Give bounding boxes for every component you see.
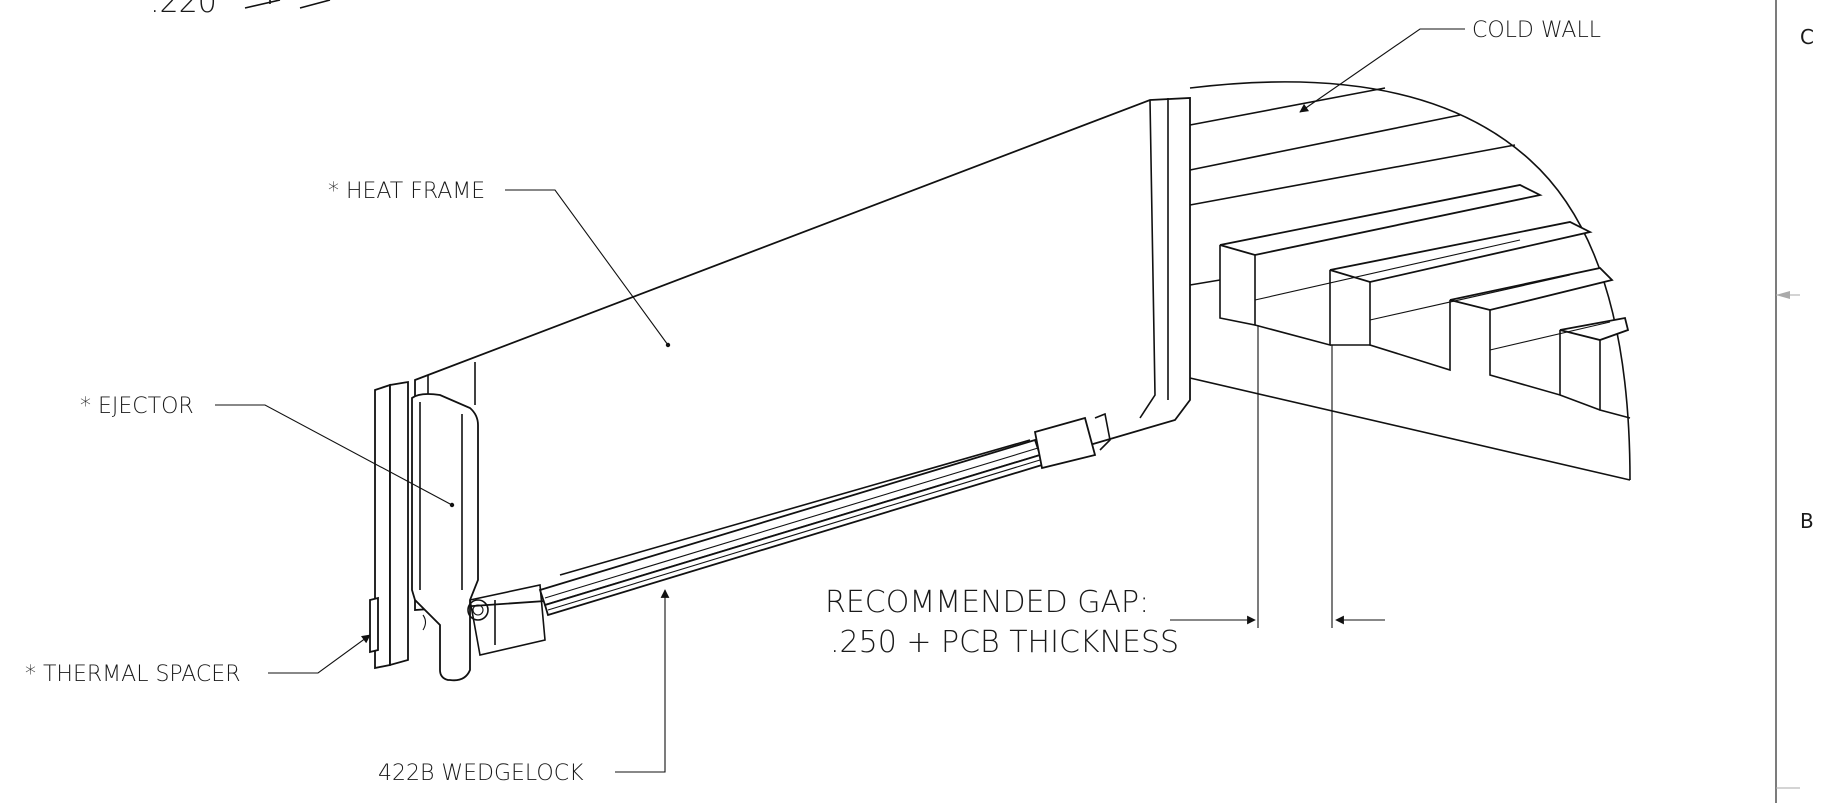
top-dimension-fragment: .220: [150, 0, 331, 20]
ejector: [369, 380, 489, 682]
top-dimension-label: .220: [150, 0, 217, 20]
label-heat-frame: * HEAT FRAME: [328, 179, 485, 204]
label-thermal-spacer: * THERMAL SPACER: [25, 662, 240, 687]
wedgelock: [469, 412, 1111, 656]
label-cold-wall: COLD WALL: [1472, 18, 1601, 43]
leaders: [215, 28, 1465, 773]
zone-label-c: C: [1800, 25, 1814, 49]
drawing-border-right: C B: [1775, 0, 1814, 803]
label-gap-line2: .250 + PCB THICKNESS: [830, 625, 1179, 660]
gap-dimension: [1170, 325, 1385, 628]
zone-label-b: B: [1800, 509, 1814, 533]
label-wedgelock: 422B WEDGELOCK: [378, 761, 584, 786]
cold-wall: [1189, 81, 1631, 481]
label-ejector: * EJECTOR: [80, 394, 194, 419]
label-gap-line1: RECOMMENDED GAP:: [825, 585, 1149, 620]
